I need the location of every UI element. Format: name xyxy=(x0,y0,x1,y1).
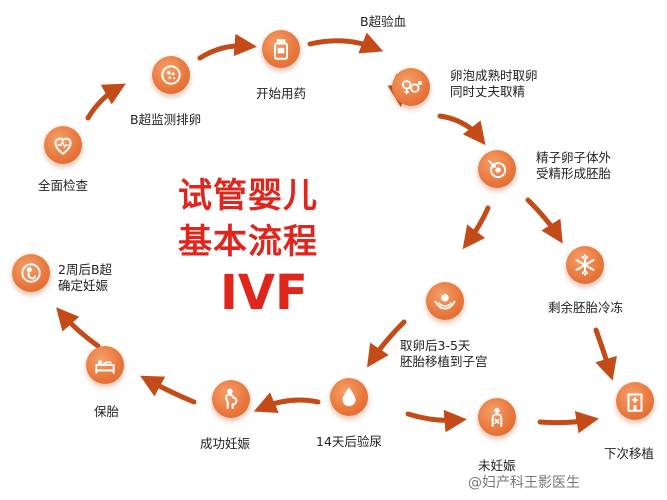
step-freeze: 剩余胚胎冷冻 xyxy=(548,300,624,315)
step-next-transfer: 下次移植 xyxy=(604,446,655,461)
step-confirm: 2周后B超 确定妊娠 xyxy=(58,262,113,293)
pregnant-woman-icon xyxy=(212,380,250,418)
step-transfer: 取卵后3-5天 胚胎移植到子宫 xyxy=(400,338,488,369)
arrow-checkup-to-monitor xyxy=(85,83,126,121)
rest-bed-icon xyxy=(86,346,124,384)
arrow-ivf-to-transfer xyxy=(462,205,491,250)
snowflake-icon xyxy=(566,246,604,284)
step-start-meds: 开始用药 xyxy=(256,86,307,101)
arrow-retrieval-to-ivf xyxy=(437,113,486,146)
arrow-meds-to-blood xyxy=(307,32,384,54)
arrow-pregnant-to-keep xyxy=(140,375,197,405)
heart-check-icon xyxy=(44,126,82,164)
arrow-ivf-to-freeze xyxy=(525,197,563,244)
fetus-icon xyxy=(12,254,50,292)
step-b-blood: B超验血 xyxy=(360,14,407,29)
medicine-bottle-icon xyxy=(262,30,300,68)
sperm-egg-icon xyxy=(478,150,516,188)
step-b-monitor: B超监测排卵 xyxy=(130,112,202,127)
droplet-icon xyxy=(330,378,368,416)
title-ivf: IVF xyxy=(220,265,308,321)
arrow-urine-to-pregnant xyxy=(253,392,321,414)
gender-symbols-icon xyxy=(392,68,430,106)
watermark: @妇产科王影医生 xyxy=(468,475,580,491)
step-not-pregnant: 未妊娠 xyxy=(478,458,516,473)
not-pregnant-icon xyxy=(478,398,516,436)
arrow-transfer-to-urine xyxy=(367,319,407,368)
title-line1: 试管婴儿 xyxy=(178,176,318,216)
step-urine-test: 14天后验尿 xyxy=(316,434,382,449)
title-line2: 基本流程 xyxy=(178,222,318,262)
hands-embryo-icon xyxy=(426,282,464,320)
step-checkup: 全面检查 xyxy=(38,178,89,193)
arrow-urine-to-not xyxy=(405,409,467,433)
hospital-icon xyxy=(616,382,654,420)
arrow-not-to-next xyxy=(537,411,599,434)
arrow-keep-to-confirm xyxy=(56,307,101,349)
step-ivf-fertilize: 精子卵子体外 受精形成胚胎 xyxy=(536,150,612,181)
step-pregnant: 成功妊娠 xyxy=(200,436,251,451)
step-keep: 保胎 xyxy=(94,404,120,419)
arrow-monitor-to-meds xyxy=(197,33,257,61)
follicle-icon xyxy=(152,56,190,94)
step-egg-retrieval: 卵泡成熟时取卵 同时丈夫取精 xyxy=(450,68,538,99)
arrow-freeze-to-next xyxy=(593,327,617,381)
